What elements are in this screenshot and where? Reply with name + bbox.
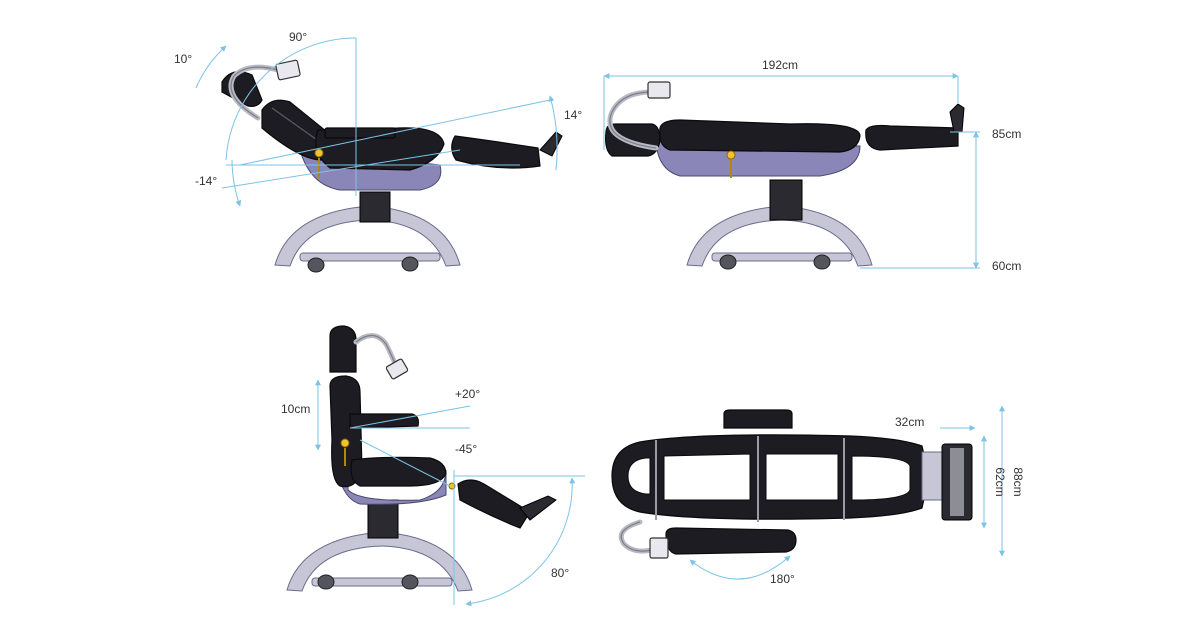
- control-knob: [726, 150, 736, 160]
- top-view: 32cm 62cm 88cm 180°: [611, 405, 1025, 586]
- base: [686, 179, 873, 270]
- footrest: [949, 103, 965, 133]
- angle-label-10: 10°: [174, 52, 192, 66]
- foot-extension-label: 32cm: [895, 415, 924, 429]
- backrest-seat: [659, 119, 861, 153]
- flat-view: 192cm 85cm 60cm: [603, 58, 1021, 273]
- wheel: [307, 257, 325, 273]
- headrest-label: 10cm: [281, 402, 310, 416]
- wheel: [401, 256, 419, 272]
- upright-view: 10cm +20° -45° 80°: [281, 325, 585, 607]
- overall-width-label: 88cm: [1011, 467, 1025, 496]
- armrest-top: [723, 409, 793, 429]
- seat-up-label: +20°: [455, 387, 480, 401]
- reclined-view: 90° 10° -14° 14°: [174, 30, 582, 273]
- height-max-label: 85cm: [992, 127, 1021, 141]
- angle-label-90: 90°: [289, 30, 307, 44]
- control-knob: [340, 438, 350, 448]
- column: [367, 499, 399, 539]
- monitor: [275, 59, 301, 81]
- height-min-label: 60cm: [992, 259, 1021, 273]
- column: [769, 179, 803, 221]
- control-knob: [314, 148, 324, 158]
- angle-arc-80: [465, 477, 576, 607]
- base: [274, 191, 461, 273]
- seat: [350, 456, 447, 487]
- angle-label-14: 14°: [564, 108, 582, 122]
- rotation-label: 180°: [770, 572, 795, 586]
- head-pad: [329, 325, 357, 373]
- legrest: [457, 479, 531, 529]
- legrest: [451, 135, 541, 169]
- footrest: [539, 131, 563, 157]
- monitor: [649, 537, 669, 559]
- monitor: [385, 358, 409, 380]
- monitor: [647, 81, 671, 99]
- leg-angle-label: 80°: [551, 566, 569, 580]
- angle-label-minus14: -14°: [195, 174, 217, 188]
- wheel: [401, 574, 419, 590]
- legrest: [865, 124, 959, 151]
- angle-arc-90: [225, 37, 357, 161]
- length-label: 192cm: [762, 58, 798, 72]
- wheel: [317, 574, 335, 590]
- seat-down-label: -45°: [455, 442, 477, 456]
- armrest-rotated: [665, 527, 797, 555]
- base: [286, 499, 473, 592]
- rotation-arc: [689, 555, 791, 580]
- head-pad: [221, 71, 263, 107]
- wheel: [719, 254, 737, 270]
- foot-width-label: 62cm: [993, 467, 1007, 496]
- wheel: [813, 254, 831, 270]
- column: [359, 191, 391, 223]
